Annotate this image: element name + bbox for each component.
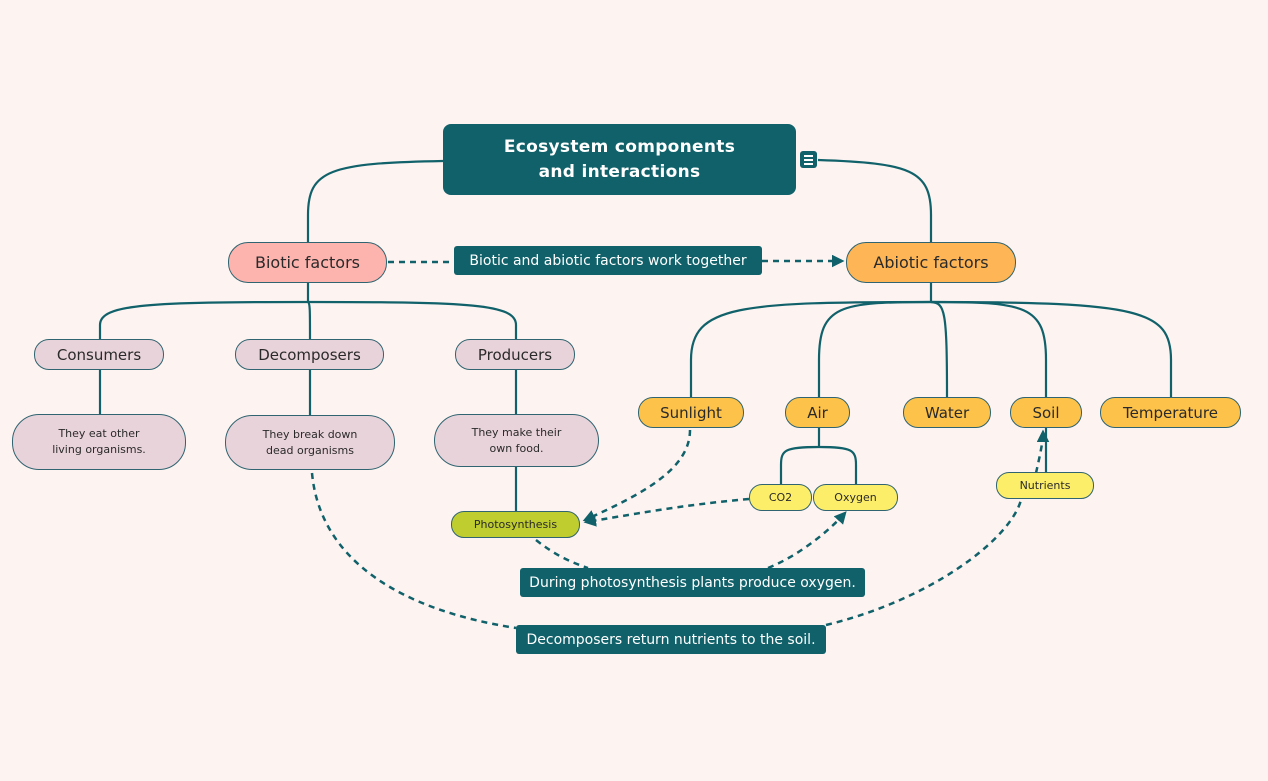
topic-producers-description[interactable]: They make their own food. — [434, 414, 599, 467]
topic-biotic-factors[interactable]: Biotic factors — [228, 242, 387, 283]
relationship-label-photosynthesis-oxygen[interactable]: During photosynthesis plants produce oxy… — [520, 568, 865, 597]
notes-icon[interactable] — [800, 151, 817, 168]
link-central-biotic — [306, 159, 444, 243]
topic-decomposers-description[interactable]: They break down dead organisms — [225, 415, 395, 470]
topic-abiotic-factors[interactable]: Abiotic factors — [846, 242, 1016, 283]
topic-producers[interactable]: Producers — [455, 339, 575, 370]
topic-label: They eat other living organisms. — [52, 427, 146, 456]
topic-label: Oxygen — [834, 491, 877, 504]
topic-photosynthesis[interactable]: Photosynthesis — [451, 511, 580, 538]
topic-consumers-description[interactable]: They eat other living organisms. — [12, 414, 186, 470]
link-abiotic-air — [817, 300, 932, 398]
topic-label: Producers — [477, 345, 553, 364]
topic-label: Sunlight — [660, 403, 722, 422]
topic-soil[interactable]: Soil — [1010, 397, 1082, 428]
relationship-label-biotic-abiotic[interactable]: Biotic and abiotic factors work together — [454, 246, 762, 275]
relationship-label-decomposers-nutrients[interactable]: Decomposers return nutrients to the soil… — [516, 625, 826, 654]
topic-label: Biotic factors — [254, 253, 361, 272]
topic-co2[interactable]: CO2 — [749, 484, 812, 511]
link-abiotic-temperature — [930, 300, 1173, 398]
topic-nutrients[interactable]: Nutrients — [996, 472, 1094, 499]
topic-oxygen[interactable]: Oxygen — [813, 484, 898, 511]
topic-label: CO2 — [768, 491, 793, 504]
relation-decomposers-label — [310, 472, 517, 630]
relationship-text: Biotic and abiotic factors work together — [469, 252, 747, 269]
topic-consumers[interactable]: Consumers — [34, 339, 164, 370]
link-abiotic-soil — [930, 300, 1048, 398]
relationship-text: Decomposers return nutrients to the soil… — [526, 631, 816, 648]
link-biotic-producers — [307, 300, 518, 340]
topic-label: Consumers — [56, 345, 142, 364]
topic-label: Temperature — [1122, 403, 1219, 422]
topic-sunlight[interactable]: Sunlight — [638, 397, 744, 428]
link-air-oxygen — [818, 445, 858, 485]
topic-label: Soil — [1032, 403, 1060, 422]
relation-sunlight-photosynthesis — [582, 429, 692, 522]
topic-water[interactable]: Water — [903, 397, 991, 428]
relationship-text: During photosynthesis plants produce oxy… — [529, 574, 856, 591]
topic-label: Water — [924, 403, 970, 422]
topic-label: Photosynthesis — [473, 518, 558, 531]
topic-label: They make their own food. — [471, 425, 562, 455]
link-abiotic-water — [930, 300, 949, 399]
central-topic-title: Ecosystem components and interactions — [503, 136, 736, 182]
link-air-co2 — [779, 445, 820, 485]
relation-co2-photosynthesis — [583, 497, 750, 527]
topic-label: Decomposers — [258, 345, 361, 364]
link-biotic-consumers — [98, 300, 309, 340]
topic-label: Air — [807, 403, 828, 422]
relation-label-oxygen — [767, 511, 847, 570]
relation-nutrients-soil — [1034, 429, 1050, 474]
relation-label-nutrients — [825, 499, 1023, 627]
link-abiotic-sunlight — [689, 300, 932, 398]
topic-decomposers[interactable]: Decomposers — [235, 339, 384, 370]
link-biotic-decomposers — [307, 301, 312, 341]
topic-air[interactable]: Air — [785, 397, 850, 428]
link-central-abiotic — [817, 158, 933, 243]
relation-photosynthesis-label — [535, 539, 589, 570]
topic-label: They break down dead organisms — [262, 427, 358, 457]
central-topic[interactable]: Ecosystem components and interactions — [443, 124, 796, 195]
topic-temperature[interactable]: Temperature — [1100, 397, 1241, 428]
topic-label: Abiotic factors — [873, 253, 989, 272]
topic-label: Nutrients — [1019, 479, 1071, 492]
